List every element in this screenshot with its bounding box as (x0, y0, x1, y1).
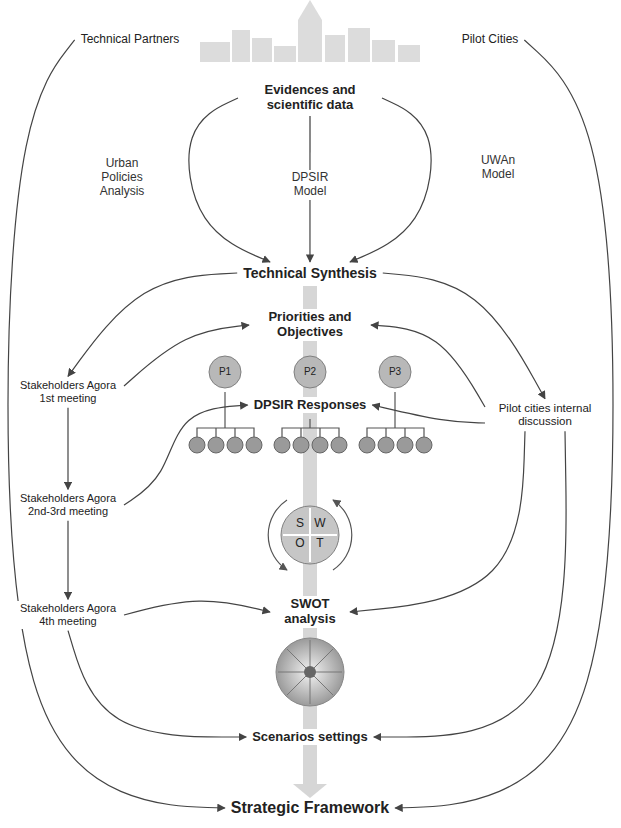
bracket (197, 428, 254, 437)
building (348, 28, 370, 62)
response-dot (227, 437, 243, 453)
node-text: P3 (389, 366, 401, 378)
flow-connector (124, 325, 249, 386)
process-text: Scenarios settings (248, 729, 372, 746)
priority-circle: P1 (208, 355, 242, 389)
source-label: Pilot Cities (458, 32, 523, 48)
swot-circle: SWOT (280, 505, 340, 565)
node-text: Stakeholders Agora 1st meeting (18, 379, 118, 404)
flow-connector (124, 405, 248, 505)
source-label: Technical Partners (77, 32, 184, 48)
flow-connector (374, 431, 566, 737)
flow-connector (350, 431, 525, 612)
swot-disc (280, 505, 340, 565)
connector-label: Urban Policies Analysis (90, 156, 154, 199)
process-text: Evidences and scientific data (240, 82, 380, 114)
building (200, 42, 230, 62)
quadrant-letter: T (312, 537, 328, 551)
bracket (367, 428, 424, 437)
quadrant-letter: W (312, 517, 328, 531)
building (325, 35, 345, 62)
response-dot (416, 437, 432, 453)
stakeholder-step: Stakeholders Agora 4th meeting (14, 601, 122, 628)
connector-label: DPSIR Model (282, 170, 338, 200)
flow-connector (68, 631, 246, 737)
node-text: Stakeholders Agora 4th meeting (18, 602, 118, 627)
circle-shape (379, 356, 411, 388)
response-dot (274, 437, 290, 453)
scenario-fan (276, 638, 344, 706)
priority-circle: P2 (293, 355, 327, 389)
node-text: P1 (219, 366, 231, 378)
flow-connector (8, 40, 225, 808)
flow-connector (371, 325, 485, 407)
node-text: Priorities and Objectives (255, 310, 365, 340)
tower (298, 20, 322, 62)
circle-shape (209, 356, 241, 388)
flow-connector (67, 521, 68, 600)
response-dot (246, 437, 262, 453)
flow-connector (124, 601, 270, 615)
process-text: Technical Synthesis (239, 264, 381, 282)
flow-connector (67, 408, 68, 490)
fan-spokes (278, 640, 342, 704)
result-text: Strategic Framework (227, 798, 393, 818)
building (372, 40, 395, 62)
node-text: Technical Partners (81, 33, 180, 47)
node-text: P2 (304, 366, 316, 378)
response-dot (312, 437, 328, 453)
fan-hub (304, 666, 316, 678)
stakeholder-step: Stakeholders Agora 1st meeting (14, 378, 122, 405)
response-dot (331, 437, 347, 453)
spire (298, 0, 322, 20)
flow-connector (372, 405, 485, 423)
city-skyline (200, 0, 420, 62)
leader-line (309, 419, 310, 428)
flow-connector (395, 40, 613, 808)
process-text: DPSIR Responses (250, 397, 371, 414)
node-text: Evidences and scientific data (244, 83, 376, 113)
building (274, 46, 296, 62)
response-dot (359, 437, 375, 453)
stakeholder-step: Stakeholders Agora 2nd-3rd meeting (14, 491, 122, 518)
priority-circle: P3 (378, 355, 412, 389)
circle-shape (281, 506, 339, 564)
building (398, 45, 420, 62)
process-text: Priorities and Objectives (251, 309, 369, 341)
flow-connector (189, 98, 270, 262)
swot-cycle-arrows (268, 500, 352, 570)
connector-label: UWAn Model (468, 153, 528, 183)
node-text: SWOT analysis (276, 597, 344, 627)
response-circles (189, 437, 432, 453)
node-text: Scenarios settings (252, 730, 368, 745)
circle-shape (294, 356, 326, 388)
node-text: Pilot cities internal discussion (491, 402, 599, 428)
discussion-step: Pilot cities internal discussion (487, 401, 603, 429)
response-dot (293, 437, 309, 453)
flow-arrowhead (293, 784, 327, 798)
bracket (282, 428, 339, 437)
building (252, 38, 272, 62)
response-dot (189, 437, 205, 453)
quadrant-letter: O (292, 537, 308, 551)
quadrant-divider (283, 508, 337, 562)
response-dot (397, 437, 413, 453)
node-text: DPSIR Responses (254, 398, 367, 413)
response-links (197, 392, 424, 437)
node-text: Stakeholders Agora 2nd-3rd meeting (18, 492, 118, 517)
node-text: Technical Synthesis (243, 265, 377, 281)
process-text: SWOT analysis (272, 596, 348, 628)
leader-line (224, 392, 225, 428)
quadrant-letter: S (292, 517, 308, 531)
response-dot (378, 437, 394, 453)
node-text: Strategic Framework (231, 799, 389, 817)
flow-connector (350, 98, 431, 262)
node-text: Pilot Cities (462, 33, 519, 47)
building (232, 30, 250, 62)
response-dot (208, 437, 224, 453)
fan-disc (276, 638, 344, 706)
